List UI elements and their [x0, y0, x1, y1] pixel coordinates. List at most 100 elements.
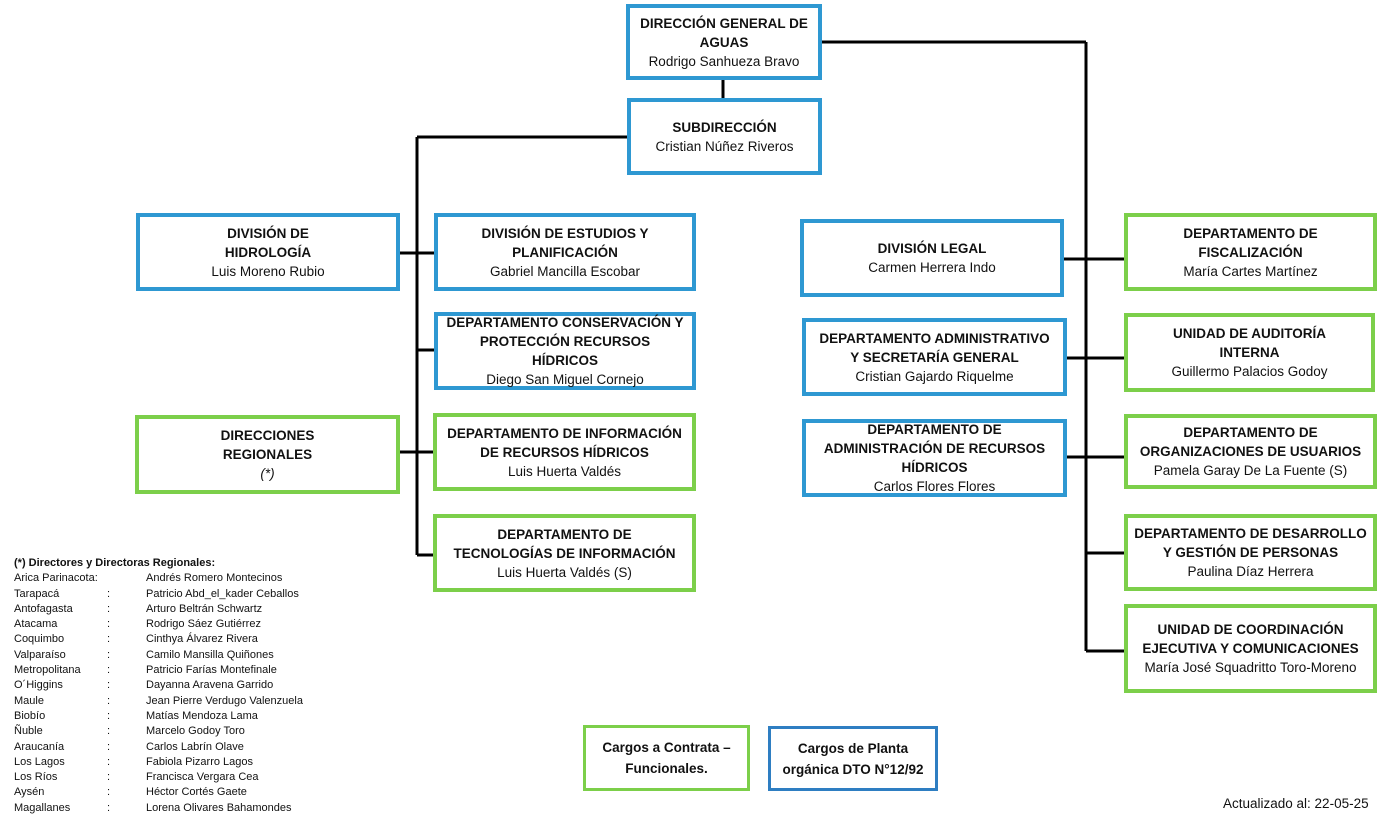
unit-head-name: Pamela Garay De La Fuente (S) — [1153, 463, 1348, 478]
unit-head-name: Carmen Herrera Indo — [868, 260, 996, 275]
director-name: Camilo Mansilla Quiñones — [146, 648, 274, 661]
unit-title: DEPARTAMENTO DE INFORMACIÓN DE RECURSOS … — [447, 425, 682, 460]
unit-title: DEPARTAMENTO DE ADMINISTRACIÓN DE RECURS… — [823, 422, 1046, 475]
regional-director-row: Tarapacá:Patricio Abd_el_kader Ceballos — [14, 587, 303, 602]
unit-division-hidrologia: DIVISIÓN DE HIDROLOGÍA Luis Moreno Rubio — [136, 213, 400, 291]
director-name: Héctor Cortés Gaete — [146, 786, 247, 799]
regional-director-row: Atacama: Rodrigo Sáez Gutiérrez — [14, 617, 303, 632]
unit-direcciones-regionales: DIRECCIONES REGIONALES (*) — [135, 415, 400, 494]
legend-contrata: Cargos a Contrata – Funcionales. — [583, 725, 750, 791]
unit-title: DIVISIÓN DE ESTUDIOS Y PLANIFICACIÓN — [481, 225, 649, 260]
director-name: Cinthya Álvarez Rivera — [146, 633, 258, 646]
separator: : — [107, 755, 111, 768]
legend-planta-label: Cargos de Planta orgánica DTO N°12/92 — [782, 740, 924, 777]
unit-title: DEPARTAMENTO DE FISCALIZACIÓN — [1183, 225, 1318, 260]
unit-title: UNIDAD DE COORDINACIÓN EJECUTIVA Y COMUN… — [1142, 622, 1359, 656]
unit-unidad-auditoria: UNIDAD DE AUDITORÍA INTERNA Guillermo Pa… — [1124, 313, 1375, 392]
regional-director-row: Antofagasta: Arturo Beltrán Schwartz — [14, 602, 303, 617]
footnote-marker: (*) — [260, 466, 275, 481]
unit-title: DIVISIÓN LEGAL — [877, 241, 987, 256]
unit-head-name: Gabriel Mancilla Escobar — [489, 263, 641, 279]
separator: : — [107, 801, 111, 814]
unit-depto-admin-recursos: DEPARTAMENTO DE ADMINISTRACIÓN DE RECURS… — [802, 419, 1067, 497]
updated-date: Actualizado al: 22-05-25 — [1223, 796, 1369, 811]
unit-head-name: María José Squadritto Toro-Moreno — [1144, 660, 1357, 675]
separator: : — [107, 587, 111, 600]
unit-title: DIVISIÓN DE HIDROLOGÍA — [224, 225, 312, 260]
regional-director-row: Maule:Jean Pierre Verdugo Valenzuela — [14, 694, 303, 709]
regional-director-row: O´Higgins:Dayanna Aravena Garrido — [14, 678, 303, 693]
unit-depto-administrativo: DEPARTAMENTO ADMINISTRATIVO Y SECRETARÍA… — [802, 318, 1067, 396]
separator: : — [107, 648, 111, 661]
unit-title: DEPARTAMENTO DE ORGANIZACIONES DE USUARI… — [1139, 425, 1362, 459]
unit-head-name: Paulina Díaz Herrera — [1187, 564, 1314, 579]
region-name: Arica Parinacota: — [14, 572, 98, 585]
director-name: Lorena Olivares Bahamondes — [146, 801, 292, 814]
director-name: Arturo Beltrán Schwartz — [146, 602, 263, 615]
unit-head-name: Luis Huerta Valdés (S) — [497, 564, 632, 580]
unit-depto-conservacion: DEPARTAMENTO CONSERVACIÓN Y PROTECCIÓN R… — [434, 312, 696, 390]
region-name: Los Lagos — [14, 755, 65, 768]
director-name: Rodrigo Sáez Gutiérrez — [146, 618, 261, 631]
unit-head-name: Luis Huerta Valdés — [507, 463, 622, 479]
unit-depto-desarrollo: DEPARTAMENTO DE DESARROLLO Y GESTIÓN DE … — [1124, 514, 1377, 591]
unit-title: DEPARTAMENTO ADMINISTRATIVO Y SECRETARÍA… — [819, 330, 1050, 365]
region-name: Metropolitana — [14, 664, 81, 677]
region-name: Aysén — [14, 786, 45, 799]
unit-division-legal: DIVISIÓN LEGAL Carmen Herrera Indo — [800, 219, 1064, 297]
separator — [107, 571, 146, 586]
director-name: Fabiola Pizarro Lagos — [146, 755, 254, 768]
director-name: Francisca Vergara Cea — [146, 771, 259, 784]
regional-director-row: Los Ríos:Francisca Vergara Cea — [14, 770, 303, 785]
regional-director-row: Magallanes: Lorena Olivares Bahamondes — [14, 801, 303, 816]
region-name: Los Ríos — [14, 771, 58, 784]
regional-director-row: Arica Parinacota: Andrés Romero Montecino… — [14, 571, 303, 586]
unit-head-name: Diego San Miguel Cornejo — [486, 372, 644, 387]
region-name: Araucanía — [14, 740, 65, 753]
region-name: Coquimbo — [14, 633, 65, 646]
regional-director-row: Valparaíso:Camilo Mansilla Quiñones — [14, 648, 303, 663]
regional-director-row: Biobío:Matías Mendoza Lama — [14, 709, 303, 724]
separator: : — [107, 786, 111, 799]
separator: : — [107, 740, 111, 753]
legend-contrata-label: Cargos a Contrata – Funcionales. — [602, 740, 731, 776]
director-name: Andrés Romero Montecinos — [146, 572, 283, 585]
legend-planta: Cargos de Planta orgánica DTO N°12/92 — [768, 726, 938, 791]
regional-director-row: Araucanía:Carlos Labrín Olave — [14, 740, 303, 755]
regional-directors-heading: (*) Directores y Directoras Regionales: — [14, 557, 216, 569]
unit-head-name: Cristian Gajardo Riquelme — [855, 368, 1014, 384]
unit-subdireccion: SUBDIRECCIÓN Cristian Núñez Riveros — [627, 98, 822, 175]
unit-title: DEPARTAMENTO DE DESARROLLO Y GESTIÓN DE … — [1134, 526, 1367, 560]
regional-director-row: Coquimbo:Cinthya Álvarez Rivera — [14, 632, 303, 647]
region-name: Tarapacá — [14, 587, 60, 600]
director-name: Dayanna Aravena Garrido — [146, 679, 274, 692]
region-name: O´Higgins — [14, 679, 63, 692]
unit-head-name: Luis Moreno Rubio — [211, 263, 325, 279]
regional-director-row: Los Lagos: Fabiola Pizarro Lagos — [14, 755, 303, 770]
unit-head-name: Carlos Flores Flores — [873, 479, 996, 494]
region-name: Atacama — [14, 618, 58, 631]
unit-division-estudios: DIVISIÓN DE ESTUDIOS Y PLANIFICACIÓN Gab… — [434, 213, 696, 291]
region-name: Antofagasta — [14, 602, 73, 615]
director-name: Jean Pierre Verdugo Valenzuela — [146, 694, 303, 707]
separator: : — [107, 602, 111, 615]
unit-direccion-general: DIRECCIÓN GENERAL DE AGUAS Rodrigo Sanhu… — [626, 4, 822, 80]
separator: : — [107, 709, 111, 722]
unit-title: DEPARTAMENTO DE TECNOLOGÍAS DE INFORMACI… — [453, 526, 676, 561]
regional-director-row: Aysén: Héctor Cortés Gaete — [14, 785, 303, 800]
unit-depto-tecnologias: DEPARTAMENTO DE TECNOLOGÍAS DE INFORMACI… — [433, 514, 696, 592]
regional-directors-rows: Arica Parinacota: Andrés Romero Montecino… — [14, 571, 303, 816]
unit-head-name: Cristian Núñez Riveros — [655, 138, 794, 154]
unit-title: DEPARTAMENTO CONSERVACIÓN Y PROTECCIÓN R… — [446, 315, 684, 368]
unit-depto-organizaciones: DEPARTAMENTO DE ORGANIZACIONES DE USUARI… — [1124, 414, 1377, 489]
separator: : — [107, 694, 111, 707]
separator: : — [107, 618, 111, 631]
region-name: Magallanes — [14, 801, 71, 814]
regional-directors-list: (*) Directores y Directoras Regionales: … — [14, 556, 303, 816]
unit-depto-fiscalizacion: DEPARTAMENTO DE FISCALIZACIÓN María Cart… — [1124, 213, 1377, 291]
unit-depto-informacion: DEPARTAMENTO DE INFORMACIÓN DE RECURSOS … — [433, 413, 696, 491]
separator: : — [107, 725, 111, 738]
separator: : — [107, 664, 111, 677]
unit-title: UNIDAD DE AUDITORÍA INTERNA — [1172, 326, 1326, 360]
